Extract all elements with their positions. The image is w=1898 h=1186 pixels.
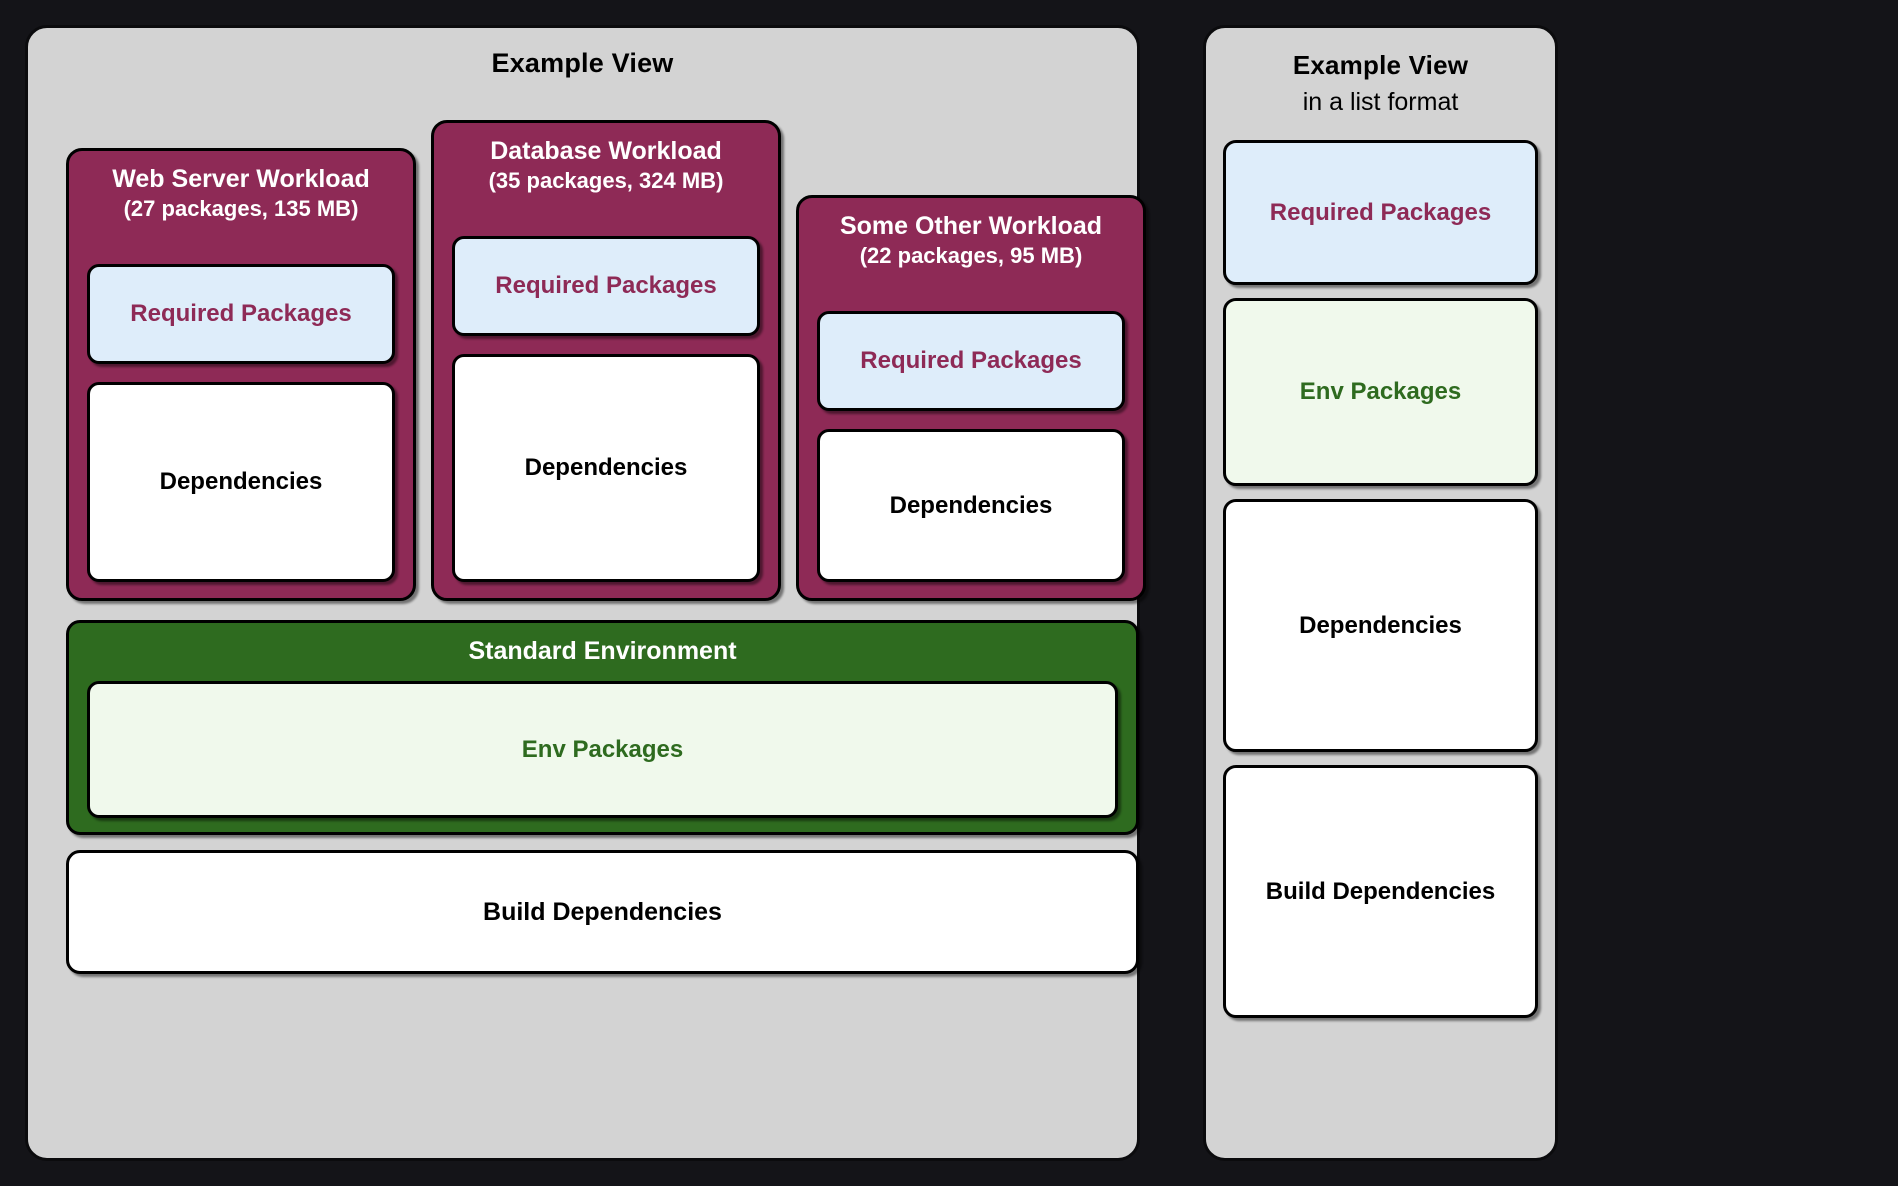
page-title: Example View bbox=[491, 48, 674, 78]
workload-meta: (35 packages, 324 MB) bbox=[488, 168, 724, 193]
env-packages-box[interactable]: Env Packages bbox=[87, 681, 1118, 818]
list-item-required-packages[interactable]: Required Packages bbox=[1223, 140, 1538, 285]
build-dependencies-box[interactable]: Build Dependencies bbox=[66, 850, 1139, 974]
standard-environment-card[interactable]: Standard Environment Env Packages bbox=[66, 620, 1139, 835]
dependencies-box[interactable]: Dependencies bbox=[87, 382, 395, 582]
required-packages-box[interactable]: Required Packages bbox=[452, 236, 760, 336]
dependencies-box[interactable]: Dependencies bbox=[452, 354, 760, 582]
workload-header: Database Workload (35 packages, 324 MB) bbox=[434, 123, 778, 194]
required-packages-box[interactable]: Required Packages bbox=[87, 264, 395, 364]
workload-card-some-other[interactable]: Some Other Workload (22 packages, 95 MB)… bbox=[796, 195, 1146, 601]
example-view-list-panel: Example View in a list format Required P… bbox=[1203, 25, 1558, 1161]
workload-card-database[interactable]: Database Workload (35 packages, 324 MB) … bbox=[431, 120, 781, 601]
list-panel-title: Example View bbox=[1292, 50, 1469, 80]
required-packages-box[interactable]: Required Packages bbox=[817, 311, 1125, 411]
workload-header: Web Server Workload (27 packages, 135 MB… bbox=[69, 151, 413, 222]
example-view-panel: Example View Web Server Workload (27 pac… bbox=[25, 25, 1146, 1161]
workload-name: Some Other Workload bbox=[839, 212, 1103, 240]
workload-card-web-server[interactable]: Web Server Workload (27 packages, 135 MB… bbox=[66, 148, 416, 601]
list-item-dependencies[interactable]: Dependencies bbox=[1223, 499, 1538, 752]
dependencies-box[interactable]: Dependencies bbox=[817, 429, 1125, 582]
workload-header: Some Other Workload (22 packages, 95 MB) bbox=[799, 198, 1143, 269]
workload-name: Database Workload bbox=[490, 137, 722, 165]
standard-environment-title: Standard Environment bbox=[468, 637, 737, 665]
workload-meta: (22 packages, 95 MB) bbox=[859, 243, 1083, 268]
workload-name: Web Server Workload bbox=[112, 165, 370, 193]
list-panel-subtitle: in a list format bbox=[1302, 88, 1459, 116]
workload-meta: (27 packages, 135 MB) bbox=[123, 196, 359, 221]
list-item-env-packages[interactable]: Env Packages bbox=[1223, 298, 1538, 486]
list-item-build-dependencies[interactable]: Build Dependencies bbox=[1223, 765, 1538, 1018]
